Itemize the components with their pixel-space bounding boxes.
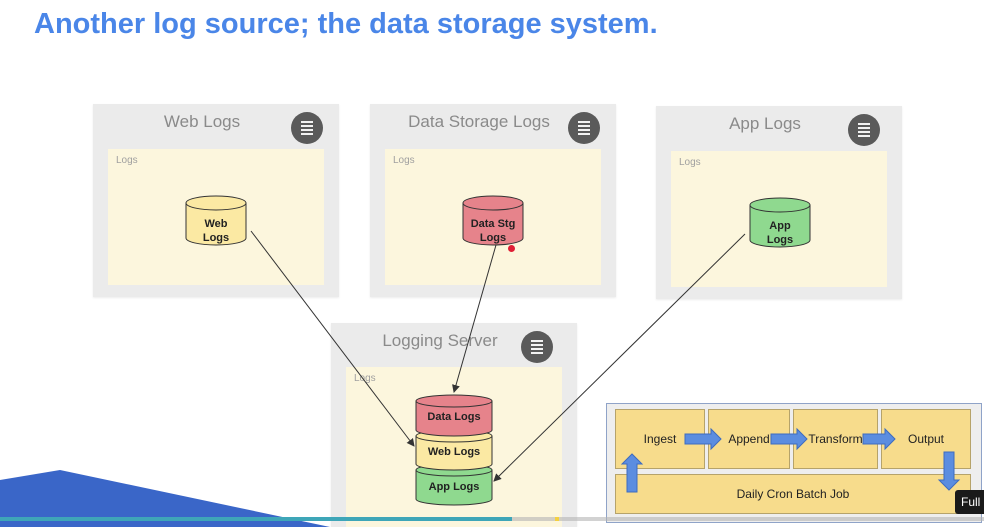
server-icon [521,331,553,363]
app-logs-label: App Logs [428,481,480,493]
progress-fill [0,517,512,521]
logs-label: Logs [393,155,415,166]
right-arrow-icon [862,427,896,451]
right-arrow-icon [684,427,722,451]
server-icon [291,112,323,144]
db-label-line: Logs [202,232,230,244]
down-arrow-icon [937,451,961,491]
laser-pointer [508,245,515,252]
db-label-line: App [769,220,791,232]
cron-batch-diagram: Ingest Append Transform Output Daily Cro… [606,403,982,523]
app-logs-db-label: App Logs [750,219,810,247]
panel-title: App Logs [729,114,801,133]
panel-title: Web Logs [163,112,241,131]
fullscreen-tooltip: Full [955,490,984,514]
db-label-line: Logs [479,232,507,244]
output-step: Output [881,409,971,469]
up-arrow-icon [620,453,644,493]
right-arrow-icon [770,427,808,451]
logs-label: Logs [116,155,138,166]
data-storage-logs-panel: Data Storage Logs Logs [370,104,616,297]
db-label-line: Web [204,218,228,230]
video-overlay-shape [0,470,330,527]
logs-label: Logs [354,373,376,384]
flow-arrows [620,427,961,493]
db-label-line: Data Stg [470,218,516,230]
data-logs-label: Data Logs [427,411,481,423]
panel-title: Data Storage Logs [408,112,550,131]
data-storage-db-label: Data Stg Logs [463,217,523,245]
logs-label: Logs [679,157,701,168]
db-label-line: Logs [766,234,794,246]
server-icon [568,112,600,144]
progress-marker[interactable] [555,517,559,521]
logging-server-panel: Logging Server Logs [331,323,577,527]
daily-cron-bar: Daily Cron Batch Job [615,474,971,514]
app-logs-panel: App Logs Logs [656,106,902,299]
web-logs-panel: Web Logs Logs [93,104,339,297]
web-logs-label: Web Logs [427,446,481,458]
video-progress-bar[interactable] [0,517,984,521]
slide-title: Another log source; the data storage sys… [34,8,658,40]
server-icon [848,114,880,146]
web-logs-db-label: Web Logs [186,217,246,245]
